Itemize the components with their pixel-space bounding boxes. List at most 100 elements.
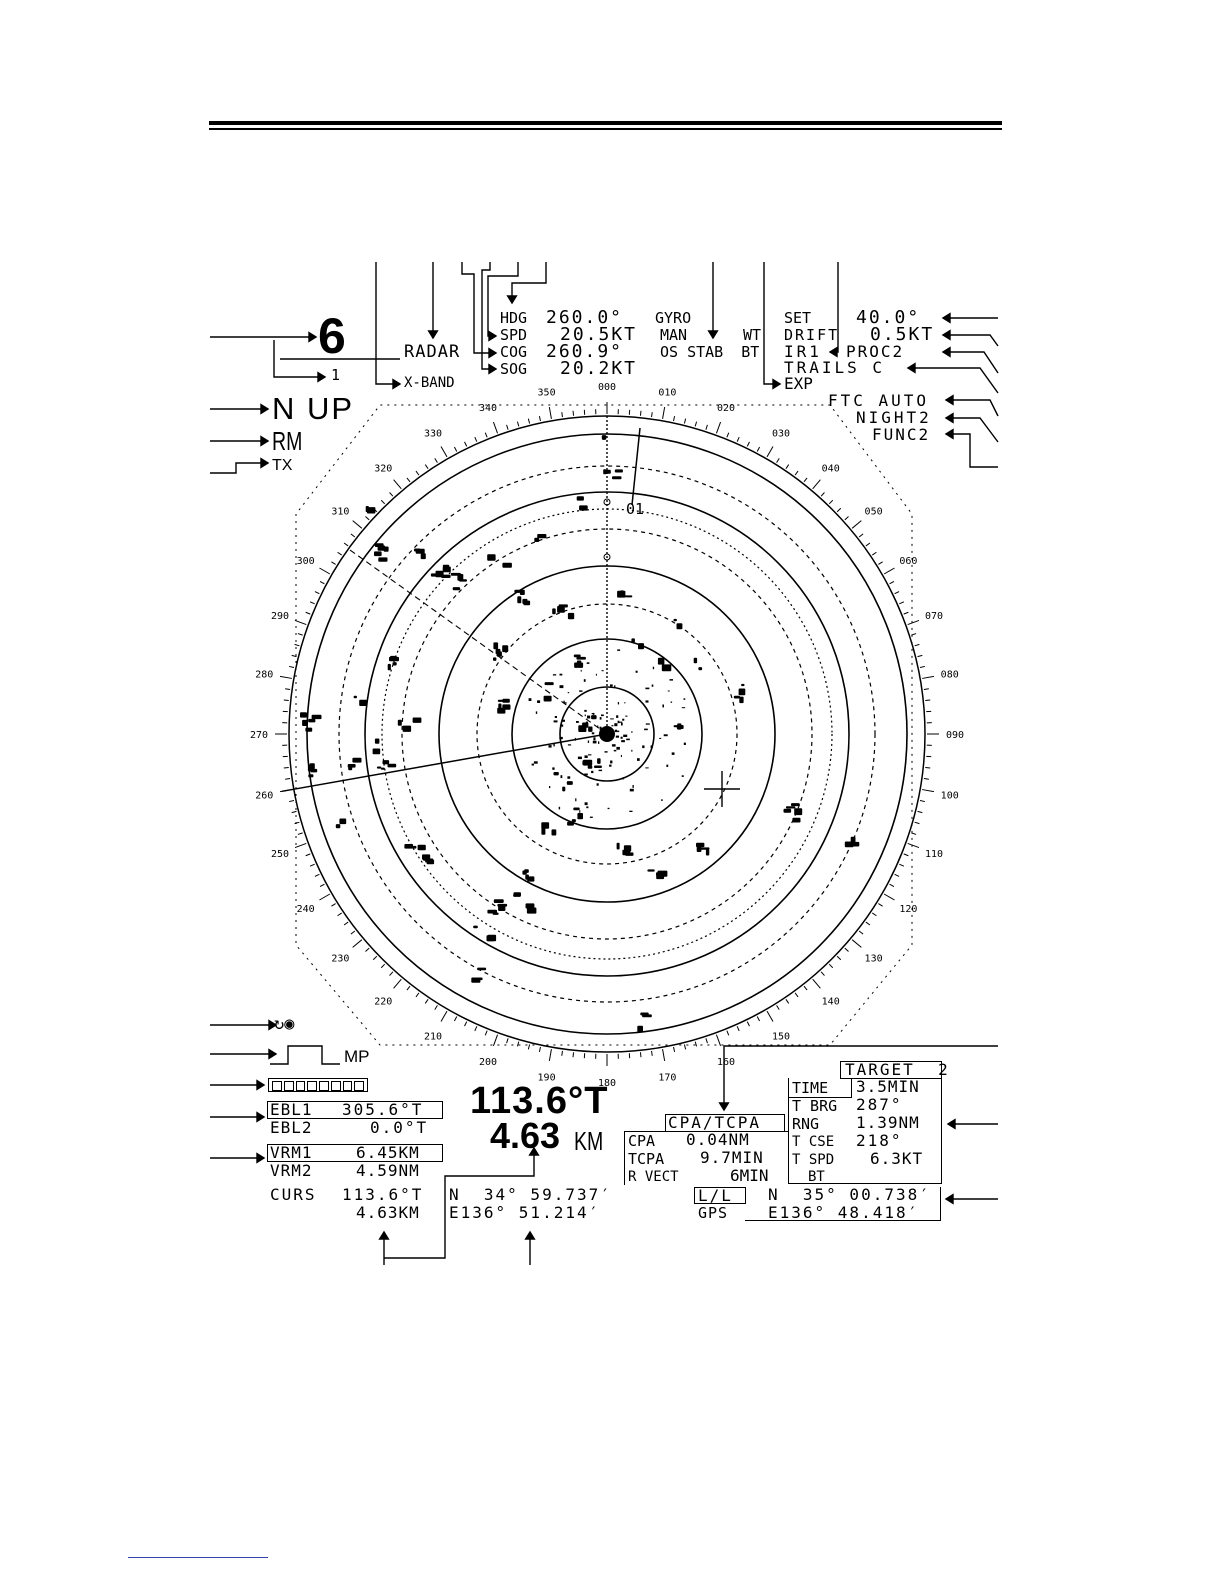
wt-label: WT bbox=[743, 326, 762, 344]
sea-clutter bbox=[586, 662, 590, 664]
exp-setting[interactable]: EXP bbox=[784, 374, 813, 393]
bearing-tick bbox=[705, 1038, 708, 1044]
sea-clutter bbox=[681, 707, 686, 709]
radar-echo bbox=[552, 608, 556, 615]
header-rule-thick bbox=[209, 121, 1002, 125]
arrow-head bbox=[906, 362, 916, 374]
sea-clutter bbox=[579, 690, 583, 692]
bearing-tick bbox=[492, 421, 499, 434]
radar-echo bbox=[402, 725, 412, 732]
bearing-tick bbox=[350, 930, 356, 935]
sea-clutter bbox=[645, 767, 649, 769]
radar-echo bbox=[587, 765, 593, 769]
bearing-tick bbox=[736, 436, 740, 442]
target-rng-label: RNG bbox=[792, 1115, 820, 1133]
bearing-tick bbox=[858, 930, 864, 935]
trails-setting[interactable]: TRAILS C bbox=[784, 358, 886, 377]
radar-echo bbox=[366, 507, 376, 514]
vrm1-box[interactable] bbox=[267, 1144, 443, 1162]
sea-clutter bbox=[642, 745, 645, 749]
range-scale: 6 bbox=[318, 308, 346, 364]
cursor-bearing: 113.6°T bbox=[342, 1185, 424, 1204]
night-setting[interactable]: NIGHT2 bbox=[856, 408, 932, 427]
sea-clutter bbox=[561, 719, 565, 722]
bearing-tick bbox=[694, 421, 698, 427]
motion-mode[interactable]: RM bbox=[272, 426, 303, 456]
bearing-tick bbox=[309, 863, 315, 867]
radar-echo bbox=[513, 893, 521, 897]
radar-echo bbox=[577, 813, 583, 820]
bearing-tick bbox=[883, 567, 895, 575]
bearing-tick bbox=[406, 477, 411, 483]
radar-echo bbox=[705, 849, 710, 856]
vrm-ring bbox=[338, 465, 876, 1003]
radar-echo bbox=[543, 695, 552, 702]
sea-clutter bbox=[552, 767, 555, 770]
arrow-head bbox=[528, 1146, 540, 1156]
bearing-label: 250 bbox=[271, 849, 289, 860]
bearing-label: 090 bbox=[946, 730, 964, 741]
sea-clutter bbox=[567, 744, 572, 746]
bearing-tick bbox=[766, 446, 774, 458]
bearing-tick bbox=[380, 499, 386, 505]
bearing-tick bbox=[561, 412, 563, 418]
bearing-tick bbox=[746, 441, 750, 447]
bearing-tick bbox=[914, 643, 920, 647]
bearing-tick bbox=[844, 947, 849, 952]
radar-echo bbox=[486, 935, 495, 942]
bearing-label: 080 bbox=[941, 670, 959, 681]
bearing-label: 190 bbox=[538, 1073, 556, 1084]
radar-echo bbox=[487, 909, 497, 914]
target-title-box[interactable] bbox=[840, 1061, 942, 1079]
bearing-tick bbox=[883, 893, 895, 901]
radar-echo bbox=[426, 859, 435, 865]
bearing-tick bbox=[639, 1052, 642, 1058]
ir-setting[interactable]: IR1 bbox=[784, 342, 822, 361]
radar-echo bbox=[502, 562, 512, 568]
ll-source: GPS bbox=[698, 1204, 729, 1222]
radar-echo bbox=[647, 869, 655, 872]
proc-setting[interactable]: PROC2 bbox=[846, 342, 905, 361]
bearing-tick bbox=[820, 492, 825, 497]
ebl1-box[interactable] bbox=[267, 1101, 443, 1119]
radar-echo bbox=[785, 806, 796, 809]
ebl2-value: 0.0°T bbox=[370, 1118, 429, 1137]
bearing-tick bbox=[785, 464, 790, 469]
sea-clutter bbox=[616, 746, 620, 750]
radar-echo bbox=[576, 656, 586, 660]
bearing-tick bbox=[372, 955, 378, 961]
bearing-tick bbox=[726, 1030, 730, 1036]
bearing-tick bbox=[917, 654, 923, 658]
radar-echo bbox=[473, 977, 483, 981]
bearing-tick bbox=[294, 643, 300, 647]
sea-clutter bbox=[558, 806, 561, 810]
radar-echo bbox=[525, 903, 535, 909]
radar-echo bbox=[614, 469, 623, 473]
bearing-tick bbox=[639, 410, 642, 416]
target-tspd-value: 6.3KT bbox=[870, 1149, 924, 1168]
bearing-label: 240 bbox=[297, 904, 315, 915]
bearing-tick bbox=[903, 853, 909, 857]
callout-line bbox=[384, 1148, 535, 1259]
sea-clutter bbox=[593, 737, 596, 741]
bearing-tick bbox=[434, 1005, 438, 1010]
radar-echo bbox=[624, 595, 633, 598]
bearing-tick bbox=[903, 611, 909, 615]
ll-label-box[interactable] bbox=[694, 1187, 746, 1204]
bearing-tick bbox=[776, 1005, 780, 1010]
callout-arrows bbox=[210, 262, 999, 1265]
sea-clutter bbox=[548, 745, 552, 748]
orientation-mode[interactable]: N UP bbox=[272, 391, 355, 426]
radar-echo bbox=[551, 829, 557, 836]
radar-echo bbox=[383, 546, 389, 552]
pulse-length[interactable]: MP bbox=[344, 1047, 370, 1066]
vrm1-value: 6.45KM bbox=[356, 1143, 420, 1162]
sea-clutter bbox=[616, 715, 619, 718]
tx-status[interactable]: TX bbox=[272, 457, 293, 474]
radar-echo bbox=[541, 822, 550, 829]
arrow-head bbox=[944, 394, 954, 406]
ftc-setting[interactable]: FTC AUTO bbox=[828, 391, 930, 410]
bearing-label: 340 bbox=[479, 403, 497, 414]
func-setting[interactable]: FUNC2 bbox=[872, 425, 931, 444]
sea-clutter bbox=[613, 749, 617, 752]
